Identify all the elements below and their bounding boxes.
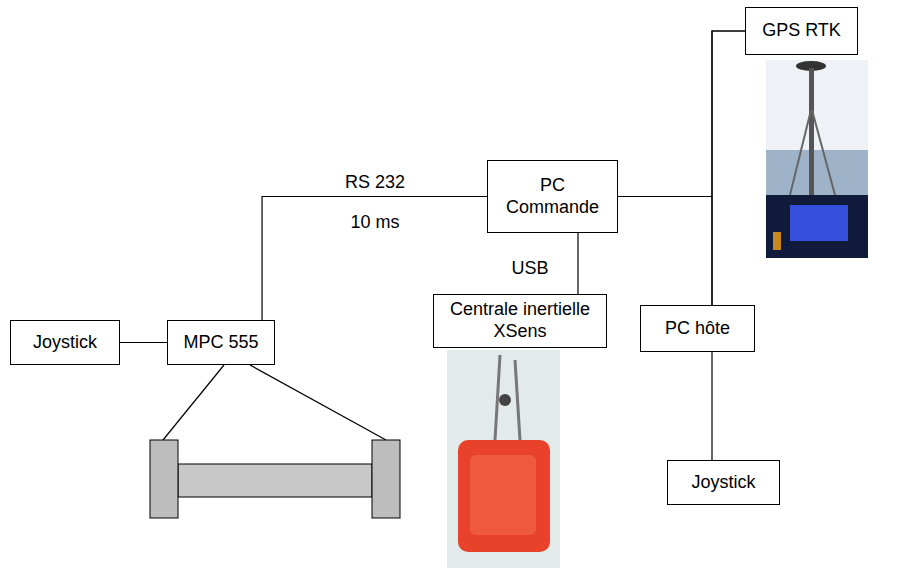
connector <box>578 233 579 294</box>
connector <box>712 31 745 305</box>
link-line <box>250 365 386 440</box>
connector-label: RS 232 10 ms <box>339 162 411 242</box>
box-label: Joystick <box>33 332 97 354</box>
process-box: PC hôte <box>640 305 755 352</box>
connector-label: USB <box>500 257 560 279</box>
connector <box>618 197 712 306</box>
box-label: PC hôte <box>665 318 730 340</box>
box-label: Centrale inertielle XSens <box>440 299 600 342</box>
gps-photo <box>766 60 868 258</box>
wheel <box>372 440 400 518</box>
box-label: Joystick <box>691 472 755 494</box>
process-box: Joystick <box>10 320 120 365</box>
link-line <box>163 365 224 440</box>
box-label: GPS RTK <box>762 20 841 42</box>
process-box: GPS RTK <box>745 7 858 55</box>
process-box: Joystick <box>667 460 780 505</box>
box-label: MPC 555 <box>183 332 258 354</box>
connector <box>712 352 713 460</box>
axle <box>178 464 372 497</box>
connector <box>120 342 167 343</box>
process-box: PC Commande <box>487 160 618 233</box>
box-label: PC Commande <box>494 175 611 218</box>
process-box: MPC 555 <box>167 320 275 365</box>
wheel <box>150 440 178 518</box>
xsens-photo <box>447 350 560 568</box>
process-box: Centrale inertielle XSens <box>433 294 607 347</box>
connector <box>618 31 745 197</box>
